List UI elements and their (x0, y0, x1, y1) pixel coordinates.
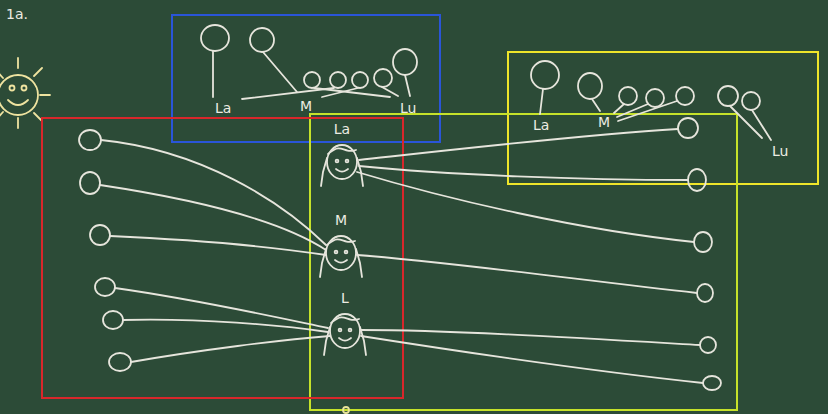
right-circles (357, 118, 721, 390)
person-figure: La (319, 121, 365, 190)
left-circles (79, 130, 330, 371)
person-name: L (322, 290, 368, 307)
lollipop-figures (201, 25, 417, 99)
blue-frame (172, 15, 440, 142)
person-figure: M (318, 212, 364, 281)
face-drawing (319, 138, 365, 190)
red-frame (42, 118, 403, 398)
person-figure: L (322, 290, 368, 359)
face-drawing (322, 307, 368, 359)
chalk-mark (343, 407, 349, 413)
lollipop-figures (531, 61, 771, 140)
name-letter: M (300, 98, 312, 115)
person-name: La (319, 121, 365, 138)
name-letter: La (215, 100, 231, 117)
name-letter: Lu (400, 100, 416, 117)
yellow-green-frame (310, 114, 737, 410)
name-letter: Lu (772, 143, 788, 160)
name-letter: M (598, 114, 610, 131)
yellow-frame (508, 52, 818, 184)
figure-number: 1a. (6, 6, 28, 23)
person-name: M (318, 212, 364, 229)
name-letter: La (533, 117, 549, 134)
face-drawing (318, 229, 364, 281)
